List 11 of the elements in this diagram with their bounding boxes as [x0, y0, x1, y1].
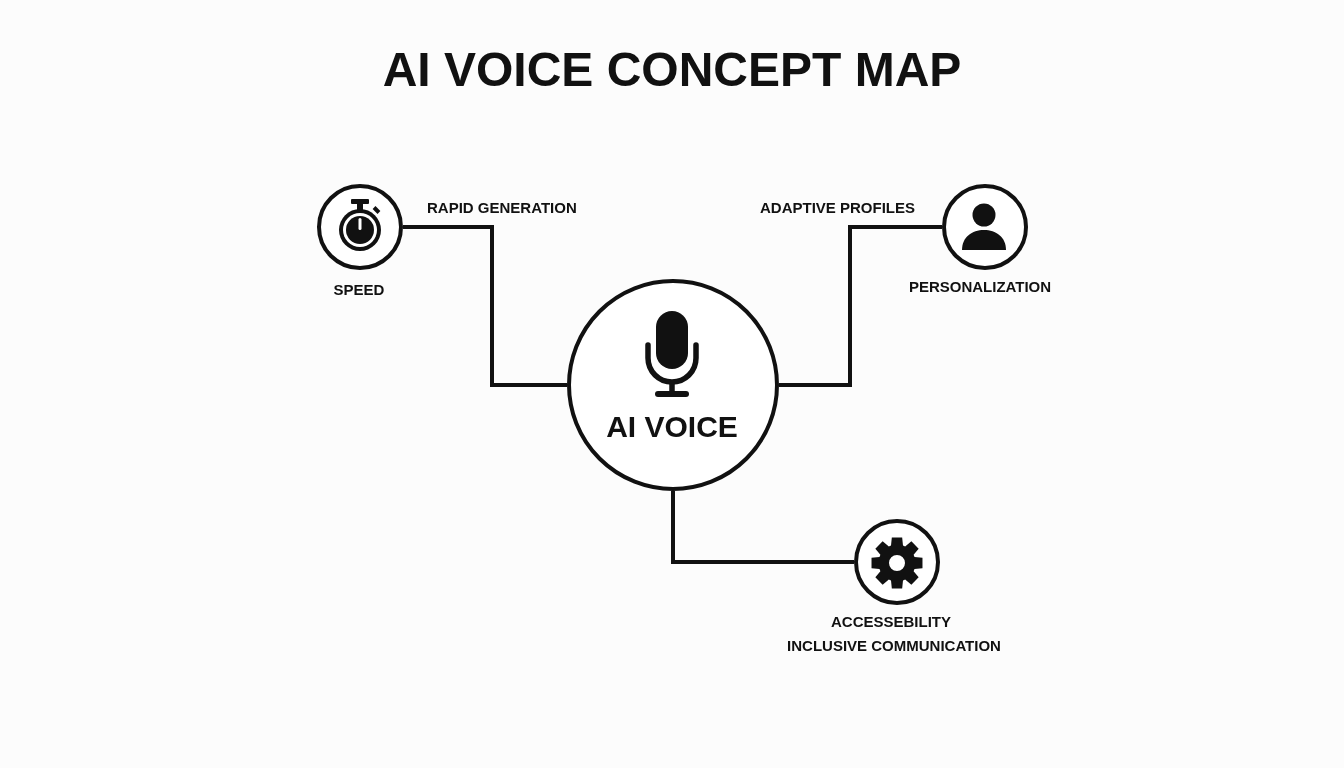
connector-line	[779, 225, 942, 387]
connector-line	[403, 225, 567, 387]
node-caption: RAPID GENERATION	[427, 199, 577, 217]
node-label: SPEED	[333, 281, 385, 299]
node-caption: INCLUSIVE COMMUNICATION	[787, 637, 1001, 655]
connector-line	[671, 491, 854, 564]
diagram-title: AI VOICE CONCEPT MAP	[381, 42, 963, 98]
node-caption: ADAPTIVE PROFILES	[759, 199, 915, 217]
node-label: AI VOICE	[606, 409, 738, 445]
node-label: PERSONALIZATION	[908, 278, 1052, 296]
node-label: ACCESSEBILITY	[831, 613, 951, 631]
